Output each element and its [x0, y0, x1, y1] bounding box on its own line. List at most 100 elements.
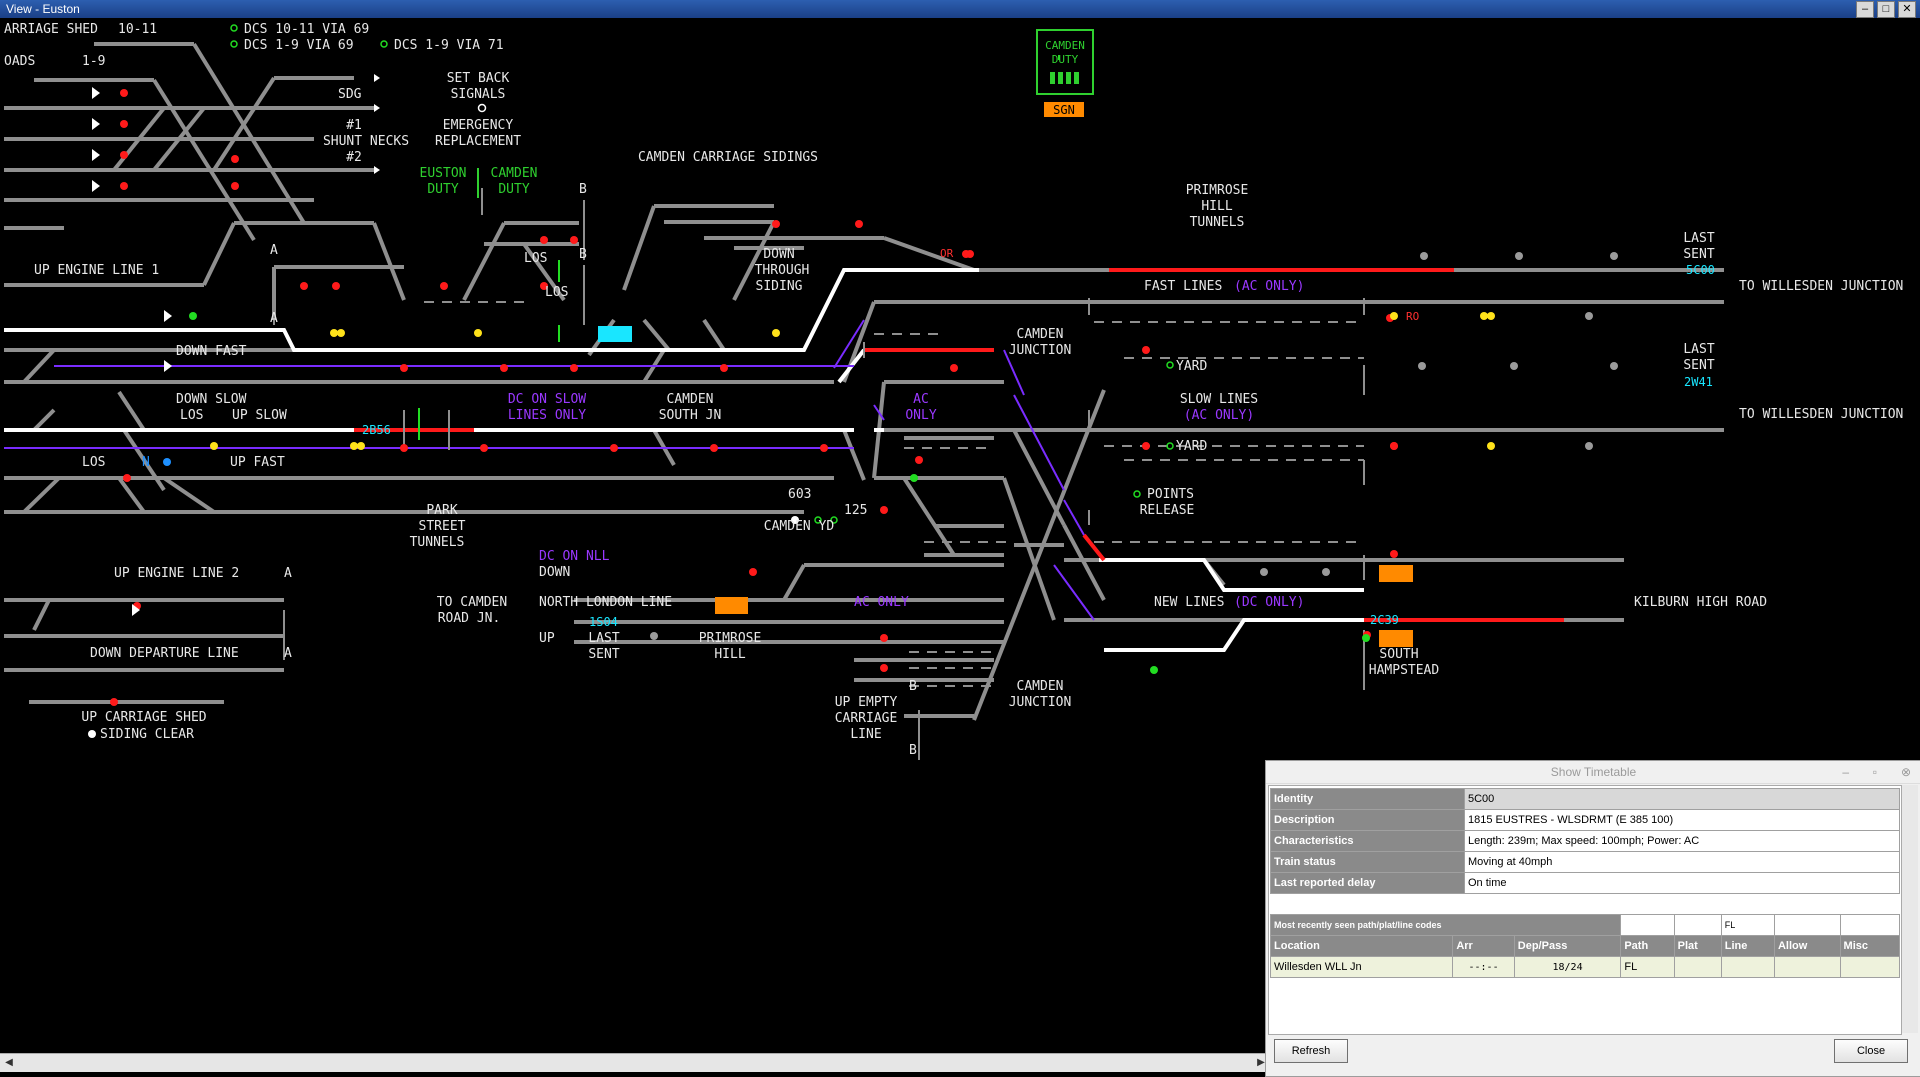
svg-text:OR: OR — [940, 247, 954, 260]
svg-text:SIDING: SIDING — [756, 279, 803, 294]
train-headcodes[interactable]: 5C00 2W41 2B56 1S04 2C39 — [362, 263, 1715, 629]
headcode-2w41: 2W41 — [1684, 375, 1713, 389]
window-titlebar[interactable]: View - Euston – □ ✕ — [0, 0, 1920, 18]
svg-text:ONLY: ONLY — [905, 408, 936, 423]
green-markers — [418, 55, 1060, 440]
minimize-icon[interactable]: – — [1842, 765, 1849, 779]
yellow-signals[interactable] — [210, 312, 1495, 450]
close-icon[interactable]: ⊗ — [1900, 765, 1911, 779]
signal-group[interactable] — [88, 24, 1618, 738]
svg-text:N: N — [142, 455, 150, 470]
svg-text:A: A — [284, 646, 292, 661]
red-signals[interactable] — [110, 89, 1398, 706]
sgn-label: SGN — [1053, 103, 1075, 117]
svg-text:LOS: LOS — [545, 285, 568, 300]
svg-text:UP ENGINE LINE 1: UP ENGINE LINE 1 — [34, 263, 159, 278]
svg-text:UP SLOW: UP SLOW — [232, 408, 287, 423]
svg-text:LOS: LOS — [82, 455, 105, 470]
signal-aspect[interactable] — [120, 89, 128, 97]
sgn-button[interactable] — [1044, 102, 1084, 117]
camden-duty-box[interactable] — [1036, 29, 1094, 95]
svg-text:PRIMROSE: PRIMROSE — [699, 631, 762, 646]
white-indicators — [88, 103, 799, 738]
svg-text:B: B — [909, 679, 917, 694]
svg-text:SENT: SENT — [588, 647, 619, 662]
timetable-scrollbar[interactable] — [1902, 785, 1918, 1033]
svg-text:DCS 10-11 VIA 69: DCS 10-11 VIA 69 — [244, 22, 369, 37]
grey-signals[interactable] — [650, 252, 1618, 640]
svg-text:KILBURN HIGH ROAD: KILBURN HIGH ROAD — [1634, 595, 1767, 610]
svg-text:CAMDEN: CAMDEN — [1017, 327, 1064, 342]
svg-text:TO WILLESDEN JUNCTION: TO WILLESDEN JUNCTION — [1739, 279, 1903, 294]
svg-text:DUTY: DUTY — [427, 182, 458, 197]
svg-text:DOWN: DOWN — [763, 247, 794, 262]
track-occupied — [354, 268, 1564, 622]
svg-text:PRIMROSE: PRIMROSE — [1186, 183, 1249, 198]
svg-text:UP: UP — [539, 631, 555, 646]
window-title: View - Euston — [6, 2, 80, 16]
table-row[interactable]: Willesden WLL Jn --:-- 18/24 FL — [1269, 956, 1901, 978]
timetable-titlebar[interactable]: Show Timetable – ▫ ⊗ — [1266, 761, 1920, 784]
timetable-grid: Most recently seen path/plat/line codes … — [1269, 914, 1901, 978]
svg-text:SOUTH JN: SOUTH JN — [659, 408, 722, 423]
svg-text:UP FAST: UP FAST — [230, 455, 285, 470]
svg-text:HAMPSTEAD: HAMPSTEAD — [1369, 663, 1440, 678]
refresh-button[interactable]: Refresh — [1274, 1039, 1348, 1063]
close-button[interactable]: Close — [1834, 1039, 1908, 1063]
blue-indicator — [163, 458, 171, 466]
minimize-icon[interactable]: – — [1856, 1, 1874, 18]
svg-text:OADS: OADS — [4, 54, 35, 69]
svg-text:AC ONLY: AC ONLY — [854, 595, 909, 610]
headcode-1s04: 1S04 — [589, 615, 618, 629]
svg-text:TO CAMDEN: TO CAMDEN — [437, 595, 507, 610]
svg-text:#2: #2 — [346, 150, 362, 165]
svg-text:UP EMPTY: UP EMPTY — [835, 695, 898, 710]
headcode-5c00: 5C00 — [1686, 263, 1715, 277]
svg-text:B: B — [579, 182, 587, 197]
svg-text:CARRIAGE: CARRIAGE — [835, 711, 898, 726]
scroll-left-icon[interactable]: ◀ — [5, 1057, 13, 1068]
timetable-title: Show Timetable — [1550, 765, 1637, 779]
svg-text:LAST: LAST — [588, 631, 619, 646]
svg-text:AC: AC — [913, 392, 929, 407]
restore-icon[interactable]: ▫ — [1872, 765, 1877, 779]
train-marker[interactable] — [598, 326, 632, 342]
signalling-panel[interactable]: SGN ARRIAGE SHED 10-11 1-9 OADS DCS 10-1… — [4, 20, 1916, 1053]
svg-text:STREET: STREET — [419, 519, 466, 534]
svg-text:(AC ONLY): (AC ONLY) — [1234, 279, 1304, 294]
orange-indicator — [715, 597, 748, 614]
green-signals[interactable] — [189, 312, 1370, 674]
orange-indicator — [1379, 630, 1413, 647]
direction-arrows — [92, 74, 380, 616]
svg-text:RELEASE: RELEASE — [1140, 503, 1195, 518]
svg-text:THROUGH: THROUGH — [755, 263, 810, 278]
svg-text:UP CARRIAGE SHED: UP CARRIAGE SHED — [81, 710, 206, 725]
headcode-2c39: 2C39 — [1370, 613, 1399, 627]
svg-text:(DC ONLY): (DC ONLY) — [1234, 595, 1304, 610]
svg-text:SDG: SDG — [338, 87, 362, 102]
svg-text:SHUNT NECKS: SHUNT NECKS — [323, 134, 409, 149]
scroll-right-icon[interactable]: ▶ — [1257, 1057, 1265, 1068]
track-diagram[interactable]: SGN ARRIAGE SHED 10-11 1-9 OADS DCS 10-1… — [4, 20, 1916, 1053]
svg-text:FAST LINES: FAST LINES — [1144, 279, 1222, 294]
svg-text:HILL: HILL — [714, 647, 745, 662]
svg-text:LOS: LOS — [180, 408, 203, 423]
svg-text:RO: RO — [1406, 310, 1419, 323]
close-icon[interactable]: ✕ — [1898, 1, 1916, 18]
svg-text:SIGNALS: SIGNALS — [451, 87, 506, 102]
svg-text:LINE: LINE — [850, 727, 881, 742]
svg-text:UP ENGINE LINE 2: UP ENGINE LINE 2 — [114, 566, 239, 581]
codes-line: FL — [1720, 914, 1775, 936]
svg-text:DOWN FAST: DOWN FAST — [176, 344, 247, 359]
svg-text:DUTY: DUTY — [498, 182, 529, 197]
maximize-icon[interactable]: □ — [1877, 1, 1895, 18]
svg-text:(AC ONLY): (AC ONLY) — [1184, 408, 1254, 423]
svg-text:EUSTON: EUSTON — [420, 166, 467, 181]
horizontal-scrollbar[interactable]: ◀ ▶ — [0, 1053, 1270, 1072]
svg-text:DCS 1-9 VIA 69: DCS 1-9 VIA 69 — [244, 38, 354, 53]
svg-text:ROAD JN.: ROAD JN. — [438, 611, 501, 626]
duty-labels: EUSTON DUTY CAMDEN DUTY CAMDEN DUTY — [420, 39, 1085, 197]
label-carriage-shed: ARRIAGE SHED — [4, 22, 98, 37]
